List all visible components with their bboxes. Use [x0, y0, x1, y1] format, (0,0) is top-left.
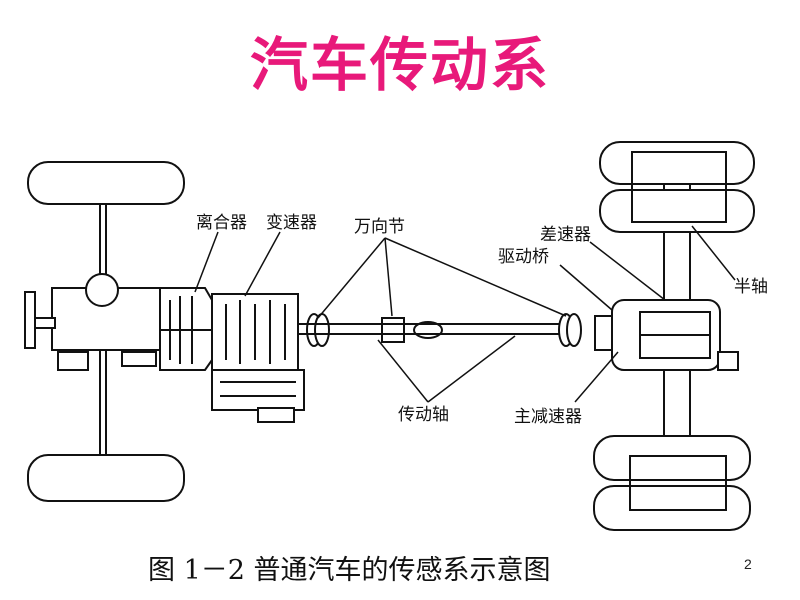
label-gearbox: 变速器 [266, 213, 317, 233]
label-universal-joint: 万向节 [354, 217, 405, 237]
label-drive-shaft: 传动轴 [398, 405, 449, 425]
leader-lines [194, 225, 736, 403]
universal-joint-rear [558, 313, 582, 347]
label-clutch: 离合器 [196, 213, 247, 233]
figure-caption: 图 1－2 普通汽车的传感系示意图 [148, 555, 551, 586]
label-drive-axle: 驱动桥 [498, 247, 549, 267]
label-final-drive: 主减速器 [514, 407, 582, 427]
front-right-wheel [27, 454, 185, 502]
engine [24, 273, 161, 371]
gearbox-housing [211, 293, 305, 423]
label-half-shaft: 半轴 [734, 277, 768, 297]
universal-joint-front [306, 313, 330, 347]
rear-axle-tube-lower [663, 369, 691, 441]
universal-joint-middle [381, 317, 443, 343]
drive-shaft [160, 323, 560, 335]
rear-lower-wheels [593, 435, 751, 531]
label-differential: 差速器 [540, 225, 591, 245]
rear-upper-wheels [599, 141, 755, 233]
front-left-wheel [27, 161, 185, 205]
final-drive-housing [594, 299, 739, 371]
page-number: 2 [744, 556, 752, 572]
slide-title: 汽车传动系 [249, 31, 550, 99]
